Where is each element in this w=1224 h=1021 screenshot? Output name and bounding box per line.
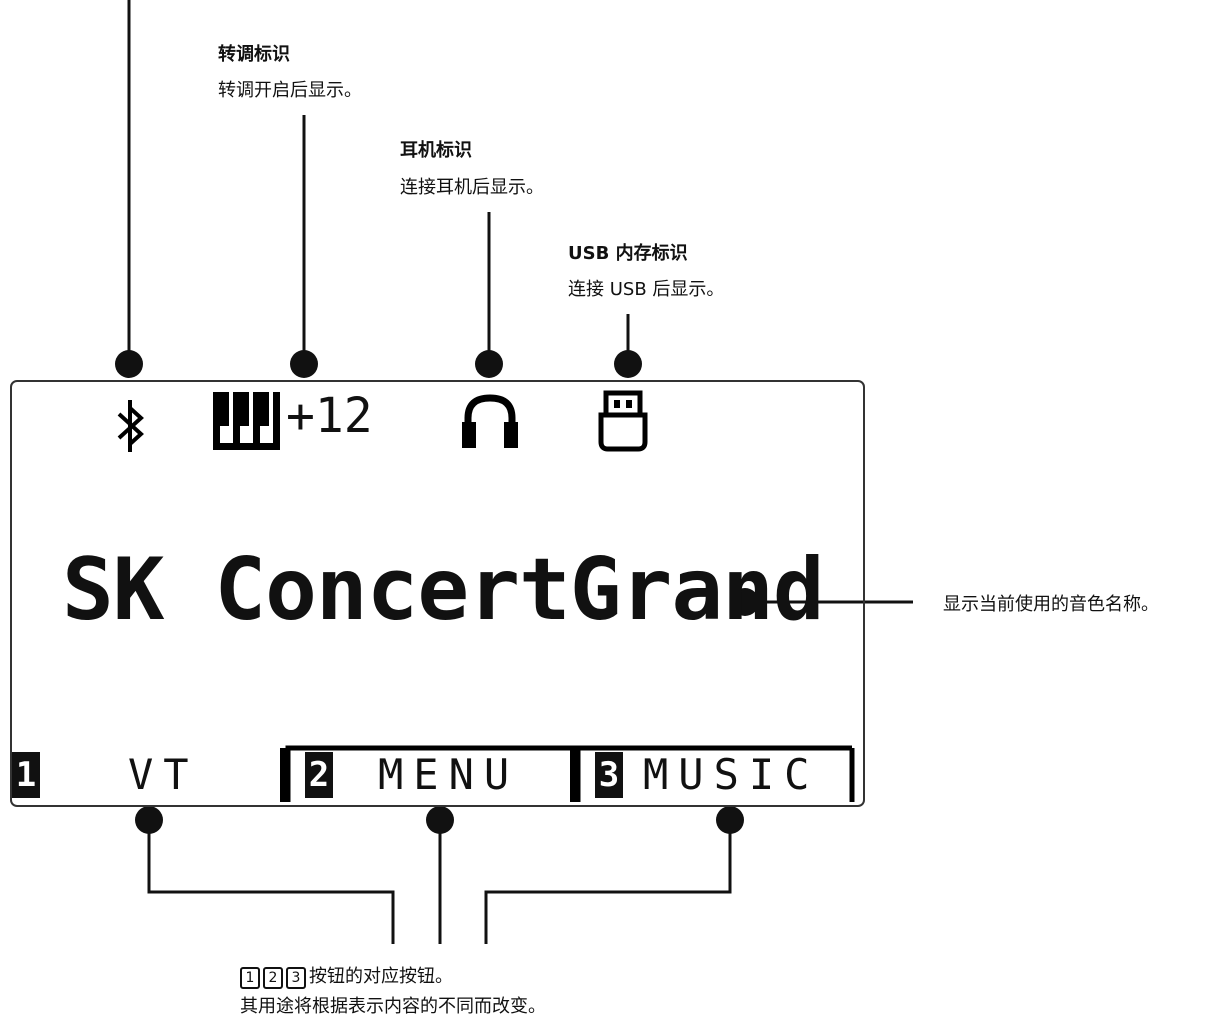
bluetooth-icon	[117, 400, 144, 452]
voice-name: SK ConcertGrand	[62, 540, 825, 640]
usb-callout-title: USB 内存标识	[568, 243, 688, 264]
button-1-label: VT	[128, 750, 199, 799]
bluetooth-dot	[115, 350, 143, 378]
keyboard-transpose-icon	[213, 392, 280, 450]
lcd-display	[10, 380, 865, 807]
boxed-number-1: 1	[240, 967, 260, 989]
boxed-number-2: 2	[263, 967, 283, 989]
button3-dot	[716, 806, 744, 834]
headphone-icon	[462, 394, 518, 448]
headphone-callout-desc: 连接耳机后显示。	[400, 177, 544, 198]
button1-dot	[135, 806, 163, 834]
usb-memory-icon	[598, 390, 648, 452]
usb-callout-desc: 连接 USB 后显示。	[568, 279, 725, 300]
button-1-number: 1	[12, 752, 40, 798]
buttons-description-text: 按钮的对应按钮。	[309, 966, 453, 987]
boxed-number-3: 3	[286, 967, 306, 989]
transpose-dot	[290, 350, 318, 378]
transpose-callout-desc: 转调开启后显示。	[218, 80, 362, 101]
headphone-dot	[475, 350, 503, 378]
button2-dot	[426, 806, 454, 834]
button-2-number: 2	[305, 752, 333, 798]
button-bar-frame	[280, 745, 855, 802]
transpose-callout-title: 转调标识	[218, 44, 290, 65]
voice-callout-desc: 显示当前使用的音色名称。	[943, 594, 1159, 615]
buttons-description-line2: 其用途将根据表示内容的不同而改变。	[240, 996, 546, 1017]
usb-dot	[614, 350, 642, 378]
button-3-number: 3	[595, 752, 623, 798]
transpose-value: +12	[286, 388, 373, 444]
button-3-label: MUSIC	[643, 750, 820, 799]
button-2-label: MENU	[378, 750, 520, 799]
headphone-callout-title: 耳机标识	[400, 140, 472, 161]
voice-dot	[731, 588, 759, 616]
